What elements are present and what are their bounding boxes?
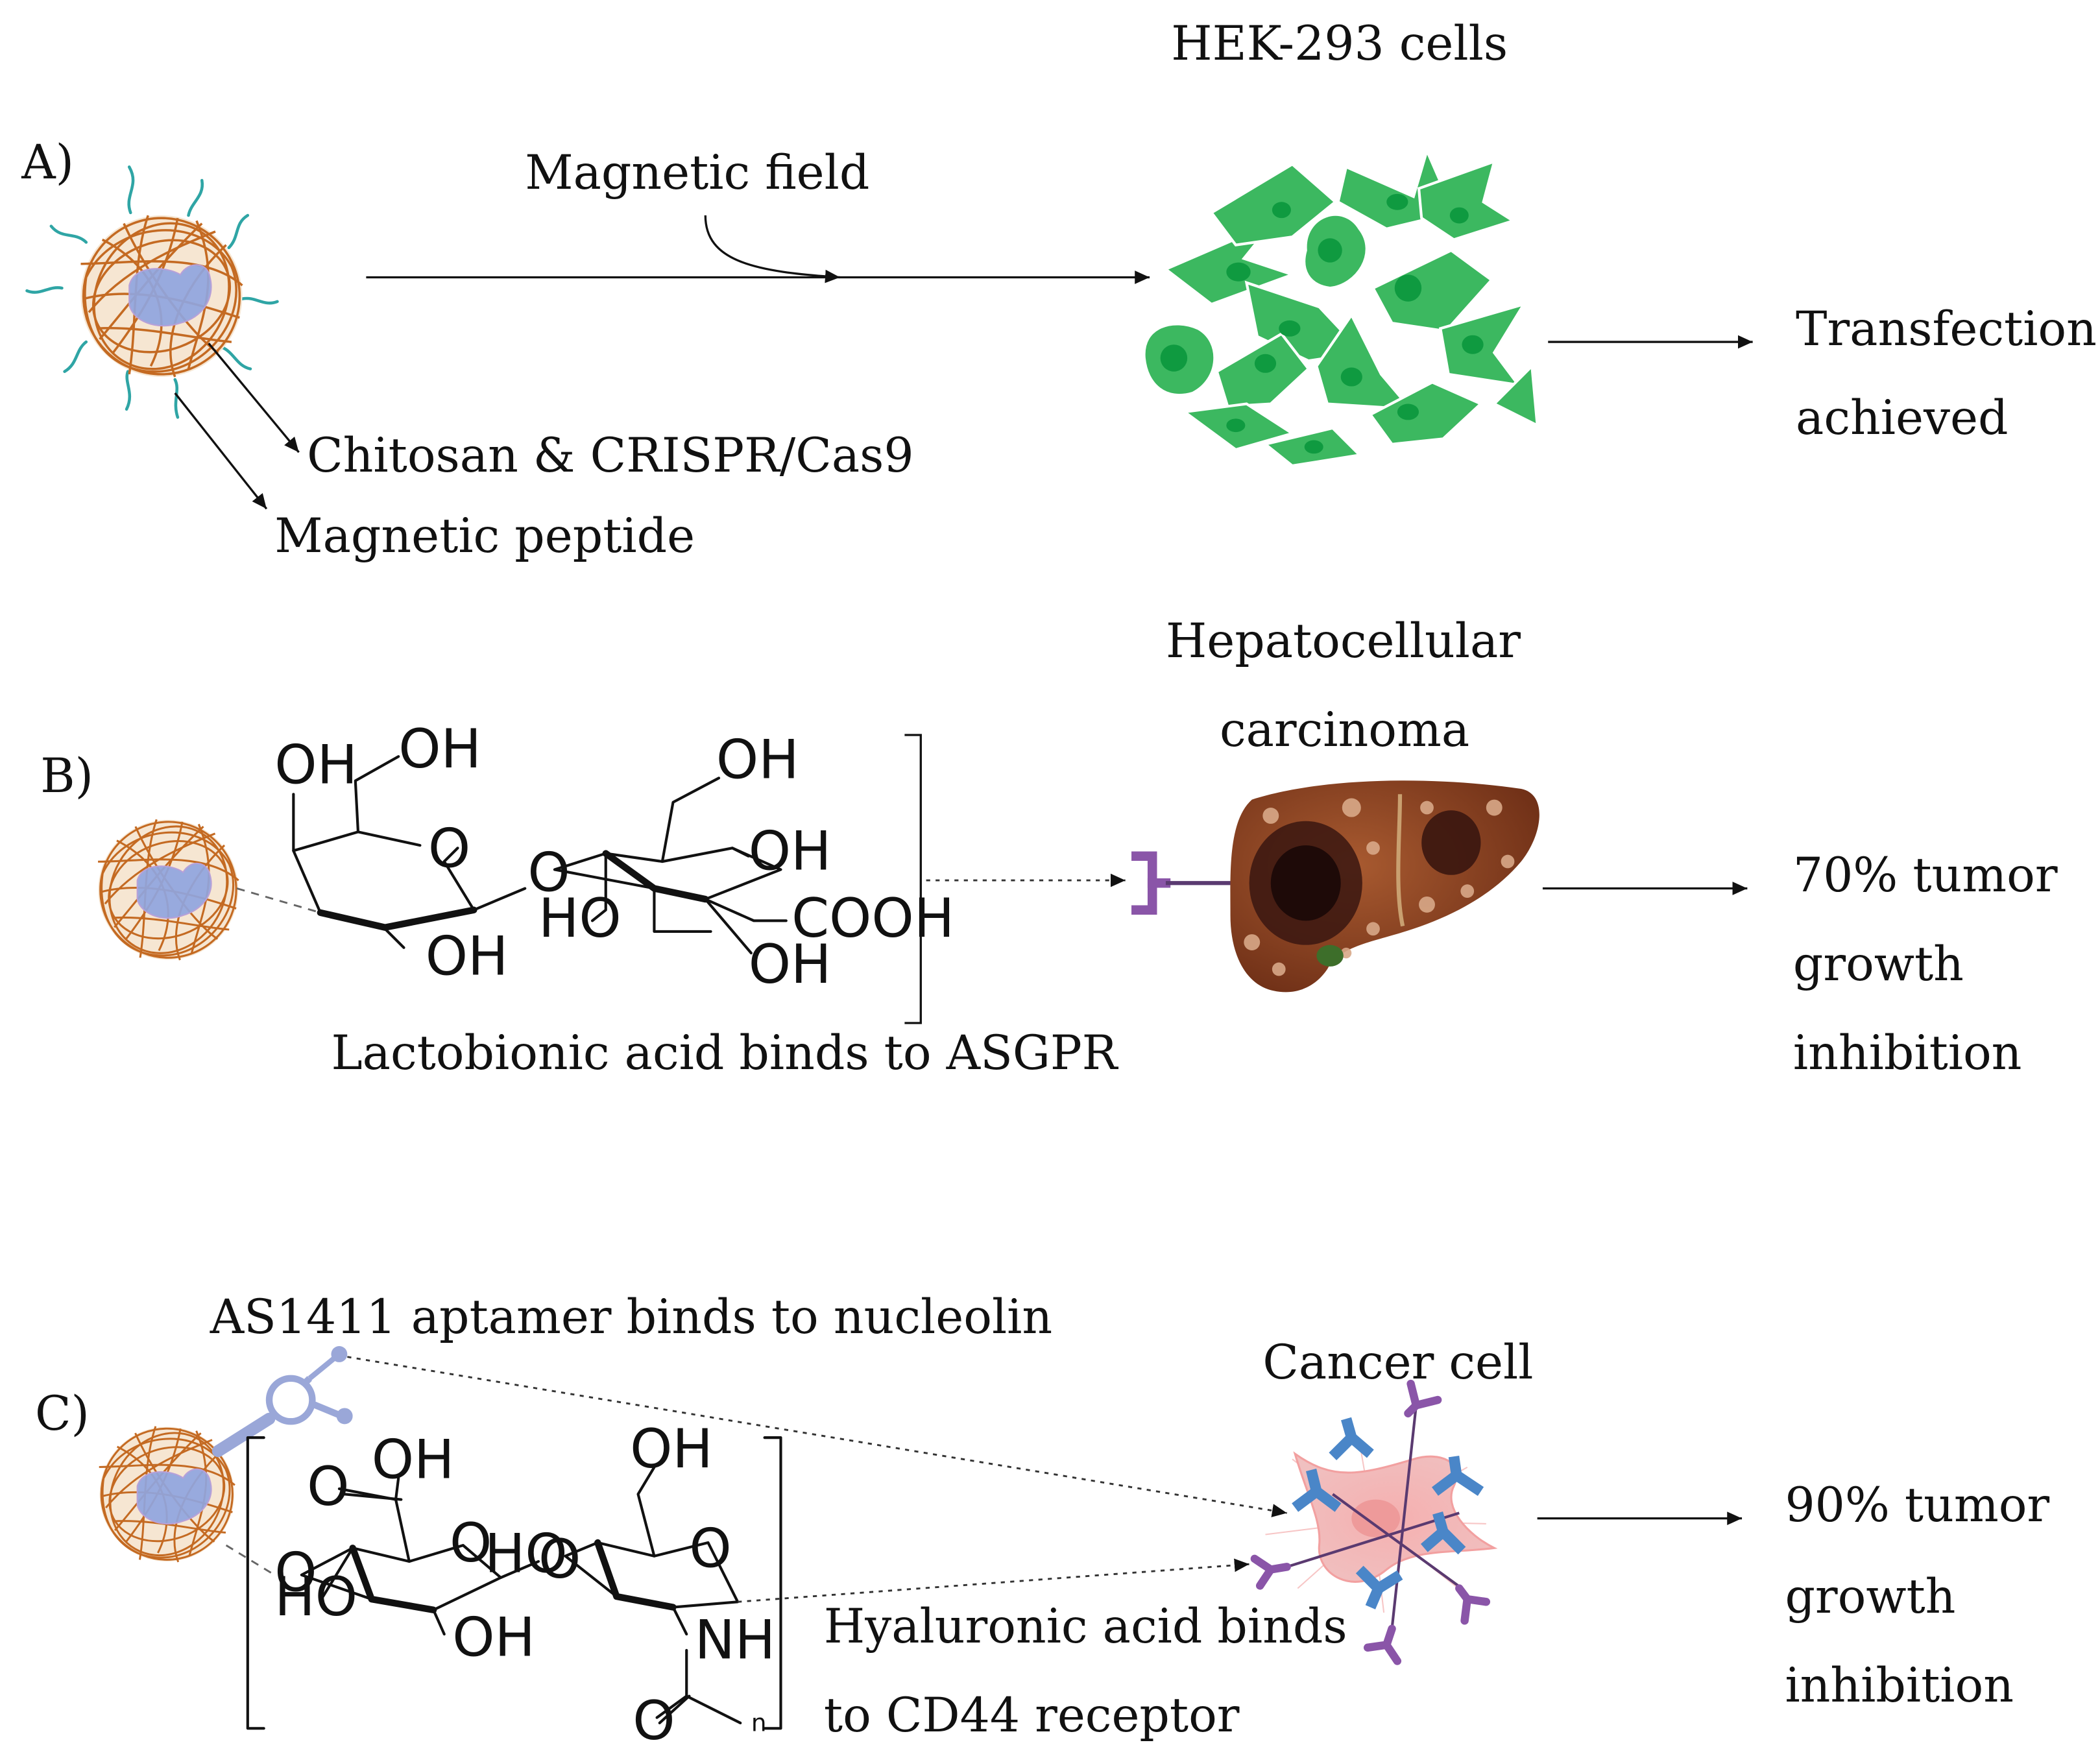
- linker-c: [225, 1544, 276, 1576]
- hcc-title-line1: Hepatocellular: [1165, 614, 1521, 669]
- chem-oh: OH: [716, 728, 799, 791]
- nanoparticle-icon: [80, 215, 243, 378]
- hek-nuclei: [1160, 193, 1484, 454]
- repeat-unit-n: n: [751, 1708, 767, 1737]
- cancer-cell-title: Cancer cell: [1262, 1336, 1534, 1391]
- chem-o: O: [689, 1517, 731, 1580]
- chem-o: O: [428, 817, 470, 880]
- transfection-line1: Transfection: [1796, 302, 2097, 357]
- nanoparticle-b: [86, 804, 251, 976]
- panel-b-letter: B): [40, 749, 93, 804]
- chem-oh: OH: [630, 1417, 713, 1480]
- hek-cells-icon: [1142, 147, 1539, 468]
- lactobionic-caption: Lactobionic acid binds to ASGPR: [331, 1026, 1118, 1081]
- chem-o: O: [450, 1511, 492, 1574]
- c-outcome-line3: inhibition: [1785, 1659, 2014, 1714]
- chem-ho: HO: [485, 1523, 568, 1585]
- b-outcome-line2: growth: [1792, 937, 1964, 993]
- chem-oh: OH: [426, 924, 509, 987]
- transfection-line2: achieved: [1796, 391, 2009, 446]
- liver-icon: [1230, 780, 1539, 993]
- chem-oh: OH: [274, 734, 357, 797]
- chem-oh: OH: [749, 933, 832, 996]
- chem-o: O: [538, 1528, 581, 1591]
- dotted-arrow-aptamer: [347, 1356, 1287, 1517]
- magnetic-peptide-label: Magnetic peptide: [274, 509, 695, 564]
- chem-o: O: [633, 1689, 675, 1752]
- chitosan-crispr-label: Chitosan & CRISPR/Cas9: [307, 428, 914, 483]
- ha-caption-line2: to CD44 receptor: [823, 1689, 1240, 1744]
- asgpr-receptor-icon: [1131, 851, 1171, 915]
- cancer-cell-icon: [1250, 1379, 1498, 1665]
- lactobionic-acid-structure: [292, 755, 788, 955]
- panel-a-arrows: [174, 215, 1753, 510]
- hyaluronic-acid-structure: [246, 1436, 782, 1730]
- chem-o: O: [527, 841, 570, 904]
- chem-ho: HO: [538, 887, 622, 950]
- chem-oh: OH: [749, 819, 832, 882]
- hek-cells-title: HEK-293 cells: [1171, 16, 1508, 71]
- nanoparticle-c: [87, 1411, 247, 1578]
- nanoparticle-a: [25, 165, 279, 419]
- b-outcome-line1: 70% tumor: [1792, 849, 2058, 904]
- chem-cooh: COOH: [791, 887, 954, 950]
- c-outcome-line2: growth: [1785, 1570, 1956, 1625]
- payload-icon: [136, 862, 212, 919]
- ha-caption-line1: Hyaluronic acid binds: [823, 1600, 1347, 1655]
- aptamer-caption: AS1411 aptamer binds to nucleolin: [210, 1290, 1053, 1345]
- panel-a-letter: A): [21, 135, 74, 190]
- chem-oh: OH: [372, 1428, 455, 1491]
- panel-c-letter: C): [34, 1387, 90, 1442]
- chem-oh: OH: [398, 717, 481, 780]
- chem-oh: OH: [452, 1606, 535, 1668]
- b-outcome-line3: inhibition: [1792, 1026, 2022, 1081]
- linker-b: [236, 887, 321, 914]
- lactobionic-labels: OH OH O OH O OH OH HO COOH OH: [274, 717, 954, 996]
- chem-o: O: [274, 1541, 317, 1604]
- chem-nh: NH: [695, 1608, 776, 1671]
- magnetic-field-label: Magnetic field: [525, 146, 870, 201]
- dotted-arrow-ha: [737, 1558, 1249, 1603]
- payload-icon: [128, 264, 212, 327]
- chem-o: O: [307, 1455, 349, 1518]
- payload-icon: [136, 1468, 212, 1524]
- chem-ho: HO: [274, 1565, 357, 1628]
- c-outcome-line1: 90% tumor: [1785, 1478, 2050, 1534]
- hyaluronic-labels: OH O O O HO OH HO O OH O NH O n: [274, 1417, 775, 1752]
- hcc-title-line2: carcinoma: [1219, 703, 1470, 758]
- aptamer-icon: [211, 1346, 353, 1458]
- bracket-b: [904, 734, 922, 1024]
